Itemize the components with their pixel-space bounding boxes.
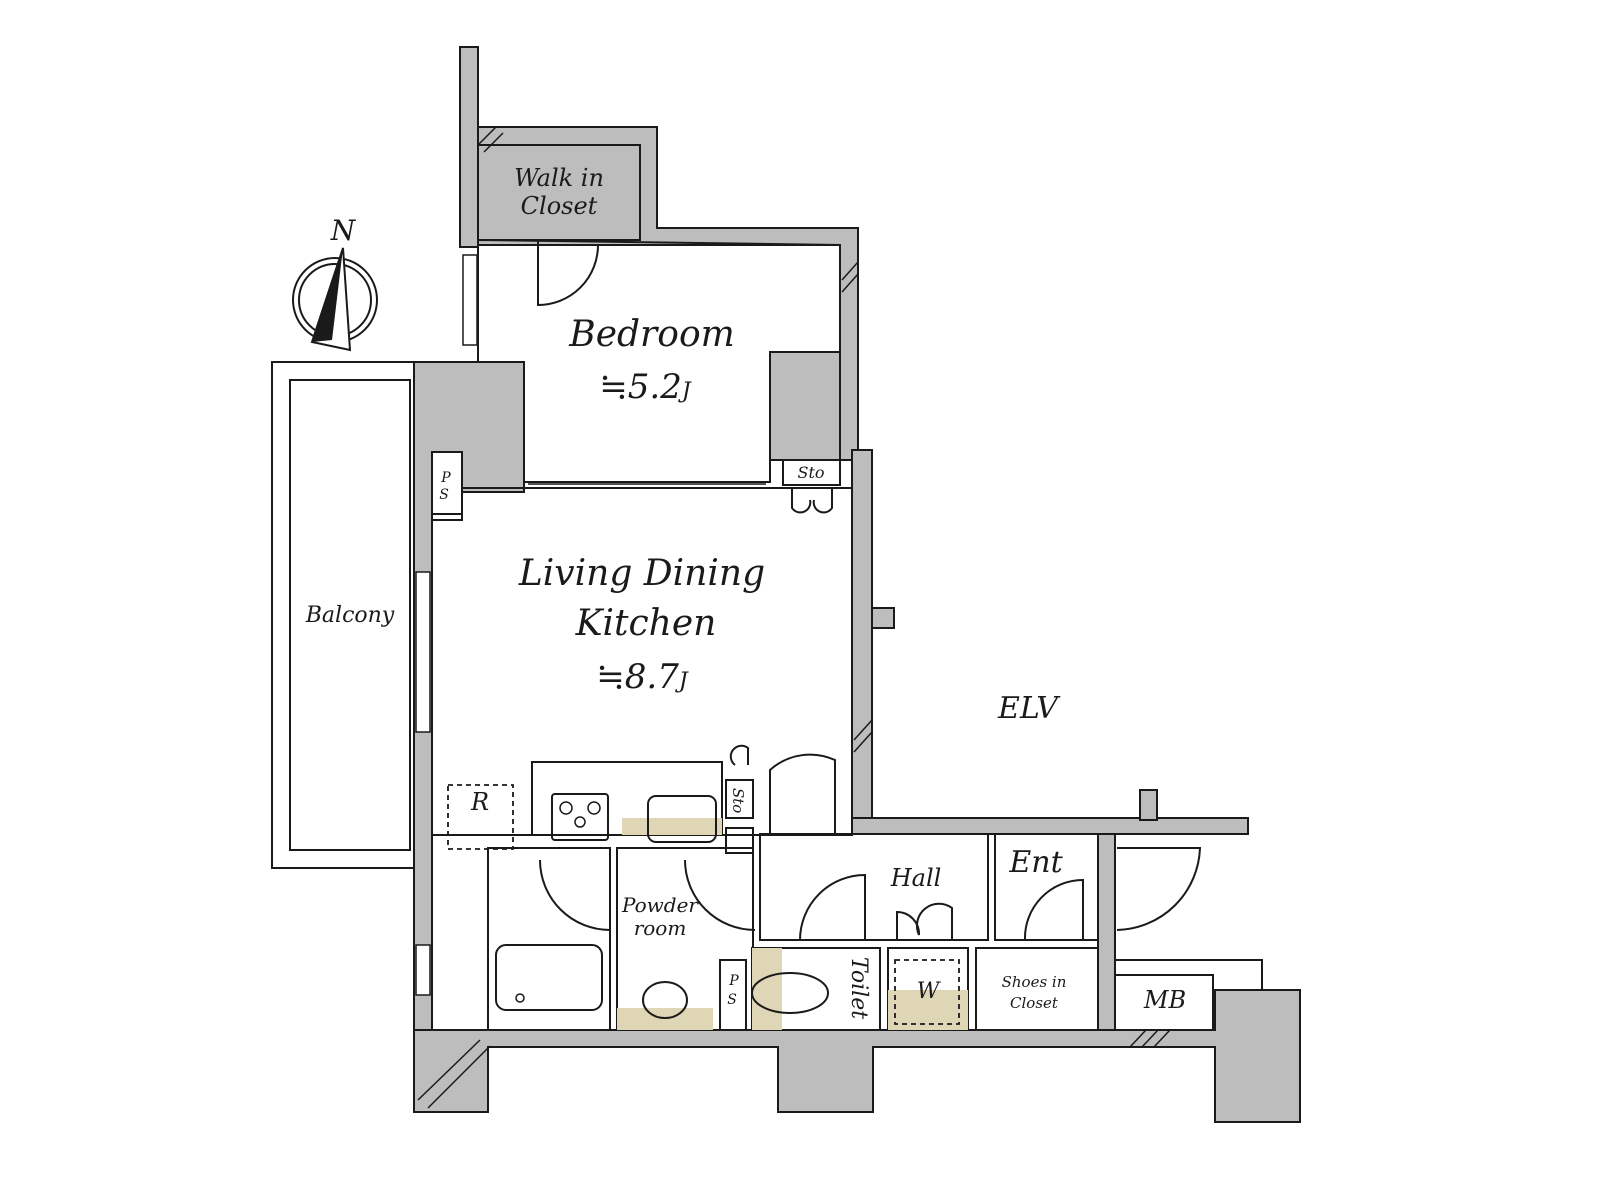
doors[interactable] (537, 240, 1202, 941)
sto-bedroom (782, 459, 841, 486)
hall (759, 833, 989, 941)
bedroom-label: Bedroom (568, 314, 735, 355)
mb-label: MB (1143, 986, 1186, 1014)
ldk-label-1: Living Dining (518, 553, 765, 594)
ps-upper-label-2: S (439, 487, 449, 503)
bath (487, 847, 611, 1031)
bedroom-area: ≒5.2 (599, 367, 682, 407)
washbasin (642, 981, 688, 1019)
bedroom-area-unit: J (678, 379, 692, 404)
shoes-closet-label-2: Closet (1010, 994, 1059, 1012)
sto-kitchen-label: Sto (729, 788, 747, 813)
ps-upper-label-1: P (440, 470, 451, 486)
north-arrow-icon (292, 247, 378, 352)
ps-lower (719, 959, 747, 1031)
balcony-label: Balcony (305, 603, 395, 628)
shoes-closet-label-1: Shoes in (1002, 973, 1067, 991)
sink (647, 795, 717, 843)
living-dining-kitchen (431, 487, 853, 836)
ldk-area: ≒8.7 (596, 657, 679, 697)
walls (413, 46, 1301, 1123)
hall-label: Hall (890, 864, 942, 892)
cooktop (551, 793, 609, 841)
powder-room-label-1: Powder (621, 893, 699, 917)
ent-label: Ent (1008, 845, 1063, 880)
entrance (994, 833, 1099, 941)
sto-bedroom-label: Sto (797, 463, 824, 482)
ldk-area-unit: J (675, 669, 689, 694)
washer-label: W (917, 979, 942, 1004)
toilet-bowl (751, 972, 829, 1014)
ps-lower-label-1: P (728, 973, 739, 989)
svg-text:≒5.2J: ≒5.2J (599, 367, 692, 407)
bedroom (477, 238, 841, 483)
walk-in-closet-label-1: Walk in (514, 164, 604, 192)
powder-room-label-2: room (634, 916, 687, 940)
meter-box (1114, 974, 1214, 1031)
shoes-in-closet (975, 947, 1099, 1031)
windows (415, 254, 766, 996)
ps-upper (431, 451, 463, 515)
elv-label: ELV (997, 691, 1061, 726)
compass-label: N (330, 214, 357, 247)
toilet-label: Toilet (846, 957, 871, 1019)
ldk-label-2: Kitchen (575, 603, 717, 644)
refrigerator-label: R (470, 788, 489, 816)
bathtub (495, 944, 603, 1011)
balcony (271, 361, 415, 869)
walk-in-closet (477, 144, 641, 241)
svg-text:≒8.7J: ≒8.7J (596, 657, 689, 697)
walk-in-closet-label-2: Closet (521, 192, 598, 220)
ps-lower-label-2: S (727, 992, 737, 1008)
refrigerator (447, 784, 514, 850)
